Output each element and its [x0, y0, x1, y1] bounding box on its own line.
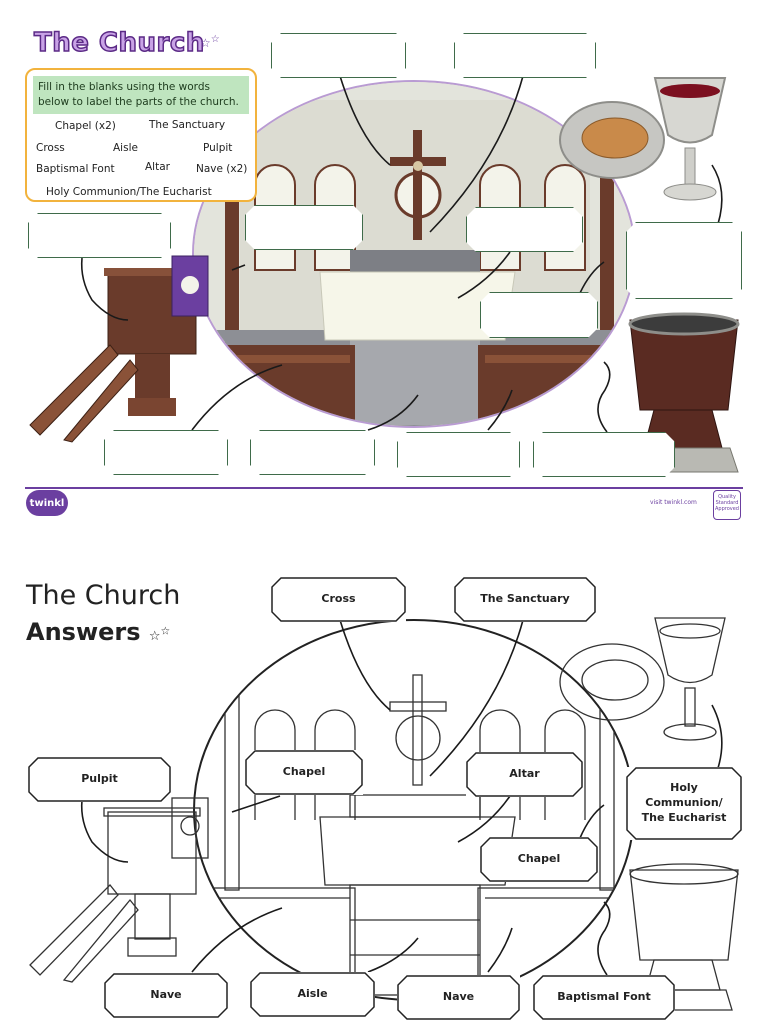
answer-cross: Cross — [271, 577, 406, 622]
instructions-panel: Fill in the blanks using the words below… — [25, 68, 257, 202]
answer-cross-text: Cross — [321, 592, 356, 606]
quality-badge: Quality Standard Approved — [713, 490, 741, 520]
blank-nave-left[interactable] — [104, 430, 228, 475]
answer-chapel-right: Chapel — [480, 837, 598, 882]
answers-subtitle: Answers ☆☆ — [26, 618, 170, 646]
blank-chapel-left[interactable] — [245, 205, 363, 250]
answer-chapel-left-text: Chapel — [282, 765, 326, 779]
church-illustration-color — [29, 75, 740, 473]
answers-subtitle-text: Answers — [26, 618, 141, 646]
blank-sanctuary[interactable] — [454, 33, 596, 78]
answer-aisle: Aisle — [250, 972, 375, 1017]
answer-communion-text: Holy Communion/ The Eucharist — [641, 781, 727, 824]
blank-pulpit[interactable] — [28, 213, 171, 258]
footer-divider — [25, 487, 743, 489]
answer-altar: Altar — [466, 752, 583, 797]
answer-nave-left-text: Nave — [150, 988, 182, 1002]
stars-icon: ☆☆ — [200, 34, 220, 50]
blank-communion[interactable] — [626, 222, 742, 299]
blank-cross[interactable] — [271, 33, 406, 78]
blank-chapel-right[interactable] — [480, 292, 598, 338]
word-altar: Altar — [145, 161, 170, 173]
word-cross: Cross — [36, 142, 65, 154]
word-communion: Holy Communion/The Eucharist — [46, 186, 212, 198]
worksheet-title: The Church — [33, 27, 205, 59]
blank-altar[interactable] — [466, 207, 583, 252]
answer-communion: Holy Communion/ The Eucharist — [626, 767, 742, 840]
answer-pulpit-text: Pulpit — [81, 772, 118, 786]
answer-aisle-text: Aisle — [297, 987, 328, 1001]
visit-link[interactable]: visit twinkl.com — [650, 499, 697, 506]
answer-nave-right-text: Nave — [442, 990, 475, 1004]
instructions-text: Fill in the blanks using the words below… — [33, 76, 249, 115]
word-sanctuary: The Sanctuary — [149, 119, 226, 131]
answer-altar-text: Altar — [509, 767, 540, 781]
answers-title: The Church — [26, 580, 181, 611]
answer-chapel-left: Chapel — [245, 750, 363, 795]
word-nave: Nave (x2) — [196, 163, 248, 175]
word-font: Baptismal Font — [36, 163, 115, 175]
answer-pulpit: Pulpit — [28, 757, 171, 802]
answer-nave-left: Nave — [104, 973, 228, 1018]
twinkl-logo: twinkl — [26, 490, 68, 516]
blank-aisle[interactable] — [250, 430, 375, 475]
answer-sanctuary: The Sanctuary — [454, 577, 596, 622]
stars-icon: ☆☆ — [148, 624, 171, 644]
answer-chapel-right-text: Chapel — [517, 852, 561, 866]
word-pulpit: Pulpit — [203, 142, 233, 154]
word-chapel: Chapel (x2) — [55, 120, 116, 132]
answer-sanctuary-text: The Sanctuary — [480, 592, 570, 606]
church-illustration-lineart — [29, 617, 739, 1011]
word-aisle: Aisle — [113, 142, 138, 154]
blank-nave-right[interactable] — [397, 432, 520, 477]
answer-font-text: Baptismal Font — [557, 990, 651, 1004]
blank-font[interactable] — [533, 432, 675, 477]
answer-font: Baptismal Font — [533, 975, 675, 1020]
answer-nave-right: Nave — [397, 975, 520, 1020]
